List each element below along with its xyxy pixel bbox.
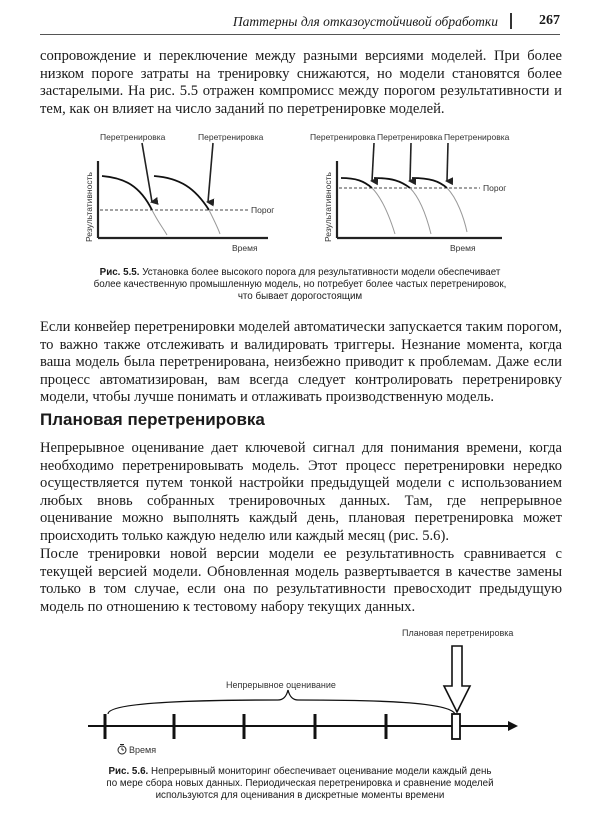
- timeline-retraining-marker: [451, 713, 461, 740]
- continuous-evaluation-label: Непрерывное оценивание: [226, 680, 336, 690]
- right-x-axis-label: Время: [450, 243, 476, 253]
- time-label: Время: [129, 745, 156, 755]
- right-performance-curve-2: [373, 177, 411, 189]
- page-number: 267: [539, 13, 560, 28]
- figure-5-5: Порог Перетренировка Перетренировка Резу…: [84, 132, 510, 253]
- paragraph-4: После тренировки новой версии модели ее …: [40, 546, 562, 615]
- right-performance-curve-2-faded: [409, 187, 432, 235]
- right-retrain-label-2: Перетренировка: [377, 132, 443, 142]
- figure-5-5-caption-line-3: что бывает дорогостоящим: [237, 291, 363, 303]
- figure-5-6-caption-line-3: используются для оценивания в дискретные…: [155, 790, 445, 802]
- section-heading: Плановая перетренировка: [40, 410, 265, 429]
- left-x-axis-label: Время: [232, 243, 258, 253]
- left-retrain-label-2: Перетренировка: [198, 132, 264, 142]
- paragraph-3: Непрерывное оценивание дает ключевой сиг…: [40, 440, 562, 544]
- left-retrain-label-1: Перетренировка: [100, 132, 166, 142]
- figure-5-6-caption-line-1: Непрерывный мониторинг обеспечивает оцен…: [151, 766, 492, 777]
- right-retrain-arrow-1: [370, 142, 379, 186]
- continuous-evaluation-brace: [107, 689, 456, 715]
- header-separator: [510, 13, 512, 29]
- left-performance-curve-2: [153, 175, 210, 211]
- right-retrain-arrow-2: [408, 142, 417, 186]
- right-y-axis-label: Результативность: [323, 172, 333, 242]
- figure-5-6: Плановая перетренировка Непрерывное оцен…: [88, 628, 518, 755]
- left-performance-curve-2-faded: [208, 209, 221, 235]
- figure-5-5-caption-line-1: Установка более высокого порога для резу…: [142, 267, 501, 278]
- right-retrain-label-3: Перетренировка: [444, 132, 510, 142]
- paragraph-2: Если конвейер перетренировки моделей авт…: [40, 319, 562, 406]
- figure-5-5-caption-label: Рис. 5.5.: [99, 267, 140, 278]
- left-retrain-arrow-1: [141, 142, 159, 205]
- right-performance-curve-3: [411, 177, 448, 189]
- figure-5-5-caption: Рис. 5.5. Установка более высокого порог…: [50, 267, 550, 304]
- figure-5-5-left-chart: Порог Перетренировка Перетренировка Резу…: [84, 132, 274, 253]
- left-threshold-label: Порог: [251, 205, 274, 215]
- left-retrain-arrow-2: [206, 142, 215, 207]
- figure-5-5-caption-line-2: более качественную промышленную модель, …: [93, 279, 507, 291]
- left-performance-curve-1: [101, 175, 153, 211]
- figure-5-6-caption-line-2: по мере сбора новых данных. Периодическа…: [106, 778, 494, 790]
- right-performance-curve-3-faded: [446, 187, 468, 233]
- right-performance-curve-1: [340, 177, 373, 189]
- scheduled-retraining-label: Плановая перетренировка: [402, 628, 513, 638]
- figure-5-6-caption-label: Рис. 5.6.: [108, 766, 149, 777]
- right-threshold-label: Порог: [483, 183, 506, 193]
- clock-icon: [117, 744, 127, 755]
- running-title: Паттерны для отказоустойчивой обработки: [232, 14, 498, 29]
- right-performance-curve-1-faded: [371, 187, 396, 235]
- right-retrain-arrow-3: [445, 142, 454, 186]
- figure-5-5-right-chart: Порог Перетренировка Перетренировка Пере…: [310, 132, 510, 253]
- left-y-axis-label: Результативность: [84, 172, 94, 242]
- paragraph-1: сопровождение и переключение между разны…: [40, 48, 562, 117]
- running-header: Паттерны для отказоустойчивой обработки …: [40, 12, 560, 35]
- figure-5-6-caption: Рис. 5.6. Непрерывный мониторинг обеспеч…: [72, 766, 528, 803]
- scheduled-retraining-arrow: [442, 645, 472, 714]
- left-performance-curve-1-faded: [151, 209, 168, 236]
- right-retrain-label-1: Перетренировка: [310, 132, 376, 142]
